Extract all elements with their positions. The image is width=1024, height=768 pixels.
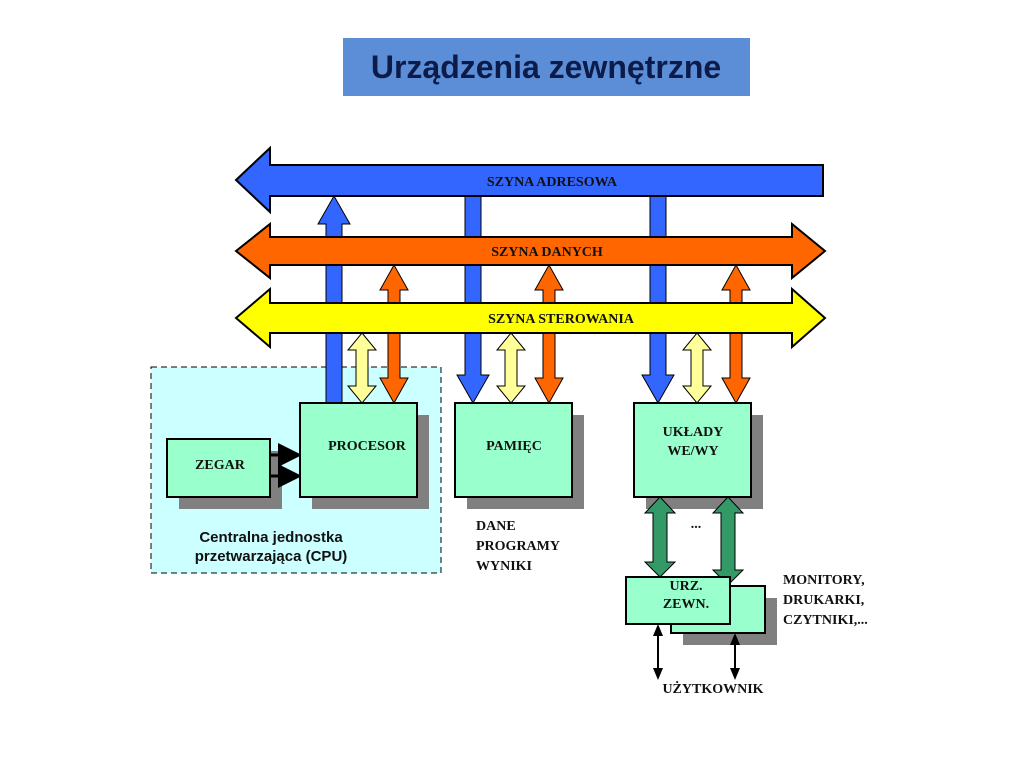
memory-block: PAMIĘC <box>454 402 584 509</box>
io-control-arrow <box>681 332 713 404</box>
io-block: UKŁADY WE/WY <box>633 402 763 509</box>
memory-content-2: WYNIKI <box>476 559 532 574</box>
ext-label-line2: ZEWN. <box>663 597 709 612</box>
control-bus-arrow <box>234 286 827 350</box>
address-bus-arrow <box>234 145 824 215</box>
clock-block: ZEGAR <box>166 438 282 509</box>
title-banner: Urządzenia zewnętrzne <box>343 38 750 96</box>
cpu-label-line1: Centralna jednostka <box>199 529 343 546</box>
address-bus-label: SZYNA ADRESOWA <box>487 175 618 190</box>
io-label-line2: WE/WY <box>667 444 718 459</box>
clock-label: ZEGAR <box>195 458 246 473</box>
data-bus-arrow <box>234 221 827 281</box>
memory-control-arrow <box>495 332 527 404</box>
user-label: UŻYTKOWNIK <box>662 680 763 697</box>
processor-label: PROCESOR <box>328 439 407 454</box>
memory-content-1: PROGRAMY <box>476 539 560 554</box>
memory-content-0: DANE <box>476 519 516 534</box>
external-device-blocks: URZ. ZEWN. <box>625 576 777 645</box>
user-arrows <box>653 624 740 680</box>
ellipsis: ... <box>691 517 702 532</box>
processor-block: PROCESOR <box>299 402 429 509</box>
ext-label-line1: URZ. <box>669 579 702 594</box>
device-1: DRUKARKI, <box>783 593 864 608</box>
cpu-label-line2: przetwarzająca (CPU) <box>195 548 348 565</box>
device-0: MONITORY, <box>783 573 865 588</box>
memory-label: PAMIĘC <box>486 439 542 454</box>
io-link-arrow-1 <box>643 496 677 578</box>
io-label-line1: UKŁADY <box>663 425 724 440</box>
io-link-arrow-2 <box>711 496 745 586</box>
data-bus-label: SZYNA DANYCH <box>491 245 603 260</box>
io-address-arrow <box>641 195 675 405</box>
device-2: CZYTNIKI,... <box>783 613 868 628</box>
control-bus-label: SZYNA STEROWANIA <box>488 312 635 327</box>
title: Urządzenia zewnętrzne <box>371 49 721 85</box>
memory-address-arrow <box>456 195 490 405</box>
